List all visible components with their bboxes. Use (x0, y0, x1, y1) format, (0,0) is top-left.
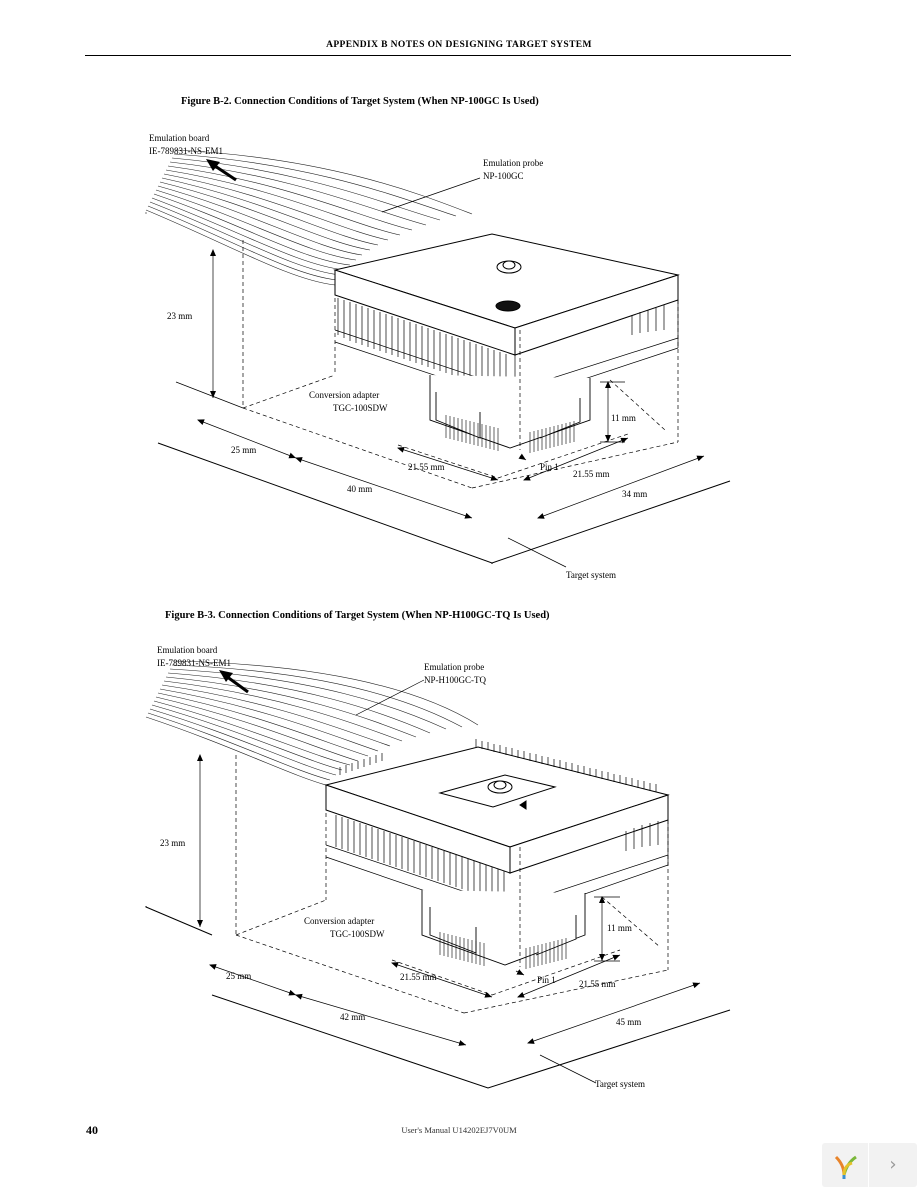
dimension-lines (175, 249, 705, 568)
right-depth-dimension: 34 mm (622, 489, 648, 499)
width-a-dimension: 21.55 mm (400, 972, 437, 982)
header-rule (85, 55, 791, 56)
total-width-dimension: 40 mm (347, 484, 373, 494)
adapter-label-2: TGC-100SDW (333, 403, 388, 413)
left-offset-dimension: 25 mm (226, 971, 252, 981)
width-a-dimension: 21.55 mm (408, 462, 445, 472)
adapter-depth-dimension: 11 mm (611, 413, 636, 423)
next-page-button[interactable]: › (869, 1143, 917, 1187)
adapter-label-2: TGC-100SDW (330, 929, 385, 939)
figure-b2-drawing (145, 149, 731, 568)
probe-label-1: Emulation probe (424, 662, 485, 672)
emulation-board-label-2: IE-789831-NS-EM1 (149, 146, 223, 156)
target-system-label: Target system (595, 1079, 645, 1089)
adapter-depth-dimension: 11 mm (607, 923, 632, 933)
emulation-board-label-1: Emulation board (149, 133, 210, 143)
width-b-dimension: 21.55 mm (579, 979, 616, 989)
total-width-dimension: 42 mm (340, 1012, 366, 1022)
probe-label-2: NP-H100GC-TQ (424, 675, 486, 685)
viewer-logo-icon (822, 1143, 868, 1187)
ribbon-cable (145, 149, 473, 286)
target-system-label: Target system (566, 570, 616, 580)
emulation-board-label-1: Emulation board (157, 645, 218, 655)
probe-label-2: NP-100GC (483, 171, 524, 181)
figure-b2: Emulation board IE-789831-NS-EM1 Emulati… (0, 120, 918, 590)
adapter-label-1: Conversion adapter (309, 390, 380, 400)
figure-b2-title: Figure B-2. Connection Conditions of Tar… (181, 96, 539, 107)
page-number: 40 (86, 1123, 98, 1137)
left-offset-dimension: 25 mm (231, 445, 257, 455)
manual-id: User's Manual U14202EJ7V0UM (401, 1125, 517, 1135)
pin1-label: Pin 1 (540, 462, 559, 472)
figure-b3-drawing (145, 660, 731, 1089)
probe-body (324, 746, 670, 874)
probe-label-1: Emulation probe (483, 158, 544, 168)
emulation-board-label-2: IE-789831-NS-EM1 (157, 658, 231, 668)
projection-lines (242, 240, 679, 489)
adapter-label-1: Conversion adapter (304, 916, 375, 926)
page-header: APPENDIX B NOTES ON DESIGNING TARGET SYS… (326, 40, 592, 50)
height-dimension: 23 mm (167, 311, 193, 321)
conversion-adapter (421, 890, 586, 966)
pin1-label: Pin 1 (537, 975, 556, 985)
height-dimension: 23 mm (160, 838, 186, 848)
figure-b3: Emulation board IE-789831-NS-EM1 Emulati… (0, 635, 918, 1105)
emulation-board-arrow (225, 674, 249, 694)
width-b-dimension: 21.55 mm (573, 469, 610, 479)
probe-body (333, 233, 680, 356)
figure-b3-title: Figure B-3. Connection Conditions of Tar… (165, 610, 550, 621)
dimension-lines (197, 754, 701, 1084)
right-depth-dimension: 45 mm (616, 1017, 642, 1027)
